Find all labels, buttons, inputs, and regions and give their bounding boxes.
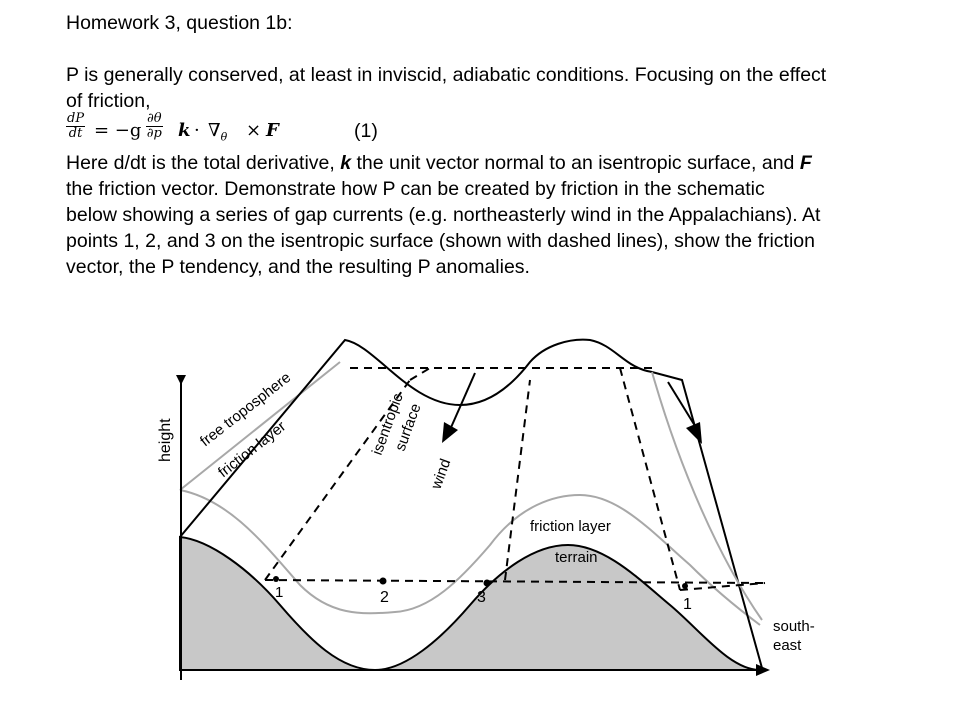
equation-cross: × bbox=[246, 120, 262, 141]
equation-F: F bbox=[266, 120, 279, 141]
equation-gradient-subscript: θ bbox=[220, 130, 228, 144]
point-1-right bbox=[682, 583, 688, 589]
wind-label: wind bbox=[427, 457, 454, 493]
point-3 bbox=[483, 579, 491, 587]
isentropic-dashed-lines bbox=[264, 367, 766, 591]
equation-lhs-denominator: dt bbox=[68, 126, 83, 141]
p2-text-a: Here d/dt is the total derivative, bbox=[66, 152, 341, 174]
equation-1: dP dt = −g ∂θ ∂p k · ∇θ × F (1) bbox=[66, 110, 936, 150]
gap-current-arrowhead bbox=[686, 422, 702, 444]
point-1-right-label: 1 bbox=[683, 596, 692, 613]
y-axis-label: height bbox=[157, 418, 174, 462]
wind-arrowhead bbox=[442, 422, 458, 443]
terrain-label: terrain bbox=[555, 549, 598, 566]
p2-k: k bbox=[340, 152, 352, 174]
southeast-label-line-1: south- bbox=[773, 618, 815, 635]
equation-dot: · bbox=[194, 120, 200, 141]
upper-boundary-line bbox=[179, 338, 763, 669]
question-text: Homework 3, question 1b: P is generally … bbox=[66, 10, 936, 280]
point-1-left-label: 1 bbox=[275, 584, 283, 601]
wind-arrow bbox=[448, 372, 476, 433]
southeast-label-line-2: east bbox=[773, 637, 802, 654]
paragraph-1-line-1: P is generally conserved, at least in in… bbox=[66, 64, 827, 86]
question-title: Homework 3, question 1b: bbox=[66, 12, 293, 34]
equation-rhs-fraction: ∂θ ∂p bbox=[146, 112, 163, 141]
p2-F: F bbox=[799, 152, 812, 174]
gap-flow-gray-line bbox=[651, 371, 763, 621]
paragraph-2-line-1: Here d/dt is the total derivative, k the… bbox=[66, 150, 936, 176]
equation-nabla: ∇ bbox=[208, 120, 221, 141]
paragraph-2-line-5: vector, the P tendency, and the resultin… bbox=[66, 256, 530, 278]
paragraph-2-line-2: the friction vector. Demonstrate how P c… bbox=[66, 178, 765, 200]
equation-lhs-fraction: dP dt bbox=[66, 111, 86, 141]
free-troposphere-line bbox=[179, 361, 341, 491]
point-2-label: 2 bbox=[380, 589, 389, 606]
point-2 bbox=[379, 577, 387, 585]
paragraph-2-line-4: points 1, 2, and 3 on the isentropic sur… bbox=[66, 230, 815, 252]
x-axis-arrowhead bbox=[756, 664, 770, 676]
equation-number: (1) bbox=[354, 120, 378, 142]
paragraph-2-line-3: below showing a series of gap currents (… bbox=[66, 204, 821, 226]
paragraph-1-line-2: of friction, bbox=[66, 90, 151, 112]
terrain-shape bbox=[179, 535, 761, 672]
equation-rhs-numerator: ∂θ bbox=[146, 111, 163, 127]
equation-equals: = −g bbox=[94, 120, 142, 141]
friction-layer-label-mid: friction layer bbox=[530, 518, 611, 535]
equation-rhs-denominator: ∂p bbox=[146, 126, 162, 141]
equation-lhs-numerator: dP bbox=[66, 111, 86, 127]
p2-text-b: the unit vector normal to an isentropic … bbox=[351, 152, 800, 174]
equation-gradient: ∇θ bbox=[208, 118, 227, 151]
equation-k: k bbox=[178, 120, 191, 141]
point-1-left bbox=[273, 576, 279, 582]
point-3-label: 3 bbox=[477, 589, 486, 606]
